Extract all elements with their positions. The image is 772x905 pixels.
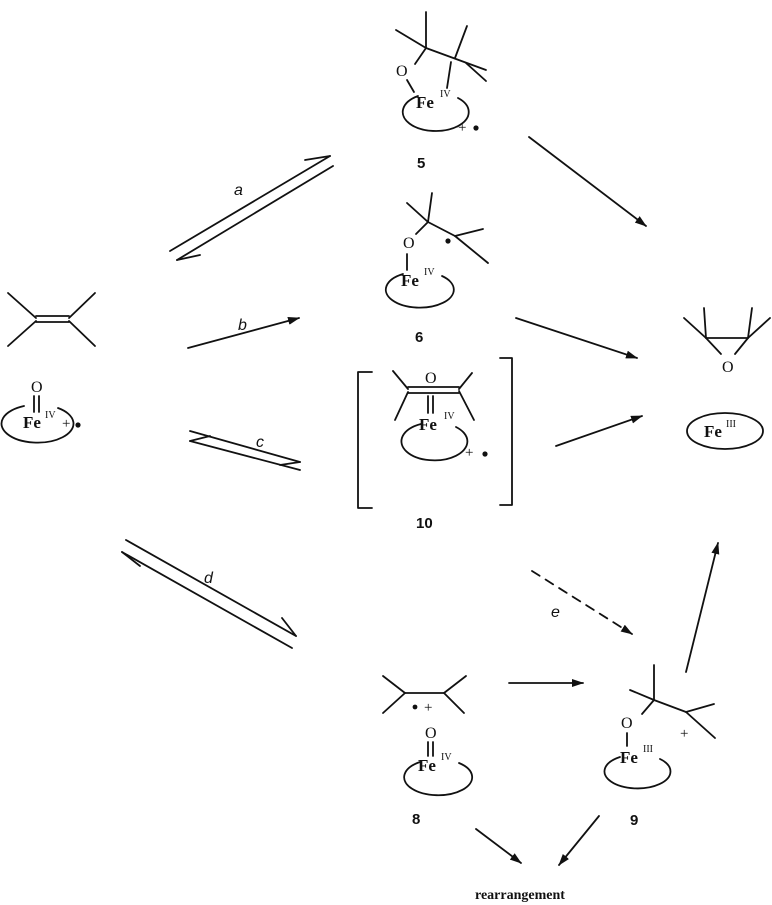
pathway-c-label: c bbox=[256, 434, 264, 451]
cation-plus: + bbox=[424, 700, 432, 716]
pathway-d-label: d bbox=[204, 570, 214, 587]
left-bracket bbox=[357, 371, 373, 509]
compound-8-label: 8 bbox=[412, 811, 420, 828]
compound-10: O Fe IV + 10 bbox=[357, 357, 513, 532]
rearrangement-label: rearrangement bbox=[475, 888, 565, 903]
compound-i-oxo-iron: O Fe IV + bbox=[0, 379, 81, 444]
porphyrin-ring bbox=[403, 761, 473, 797]
compound-5-label: 5 bbox=[417, 155, 425, 172]
iron-label: Fe bbox=[419, 415, 437, 434]
porphyrin-ring bbox=[400, 423, 469, 462]
porphyrin-ring bbox=[686, 412, 764, 450]
pathway-b-label: b bbox=[238, 317, 247, 334]
pathway-e-dashed-arrow: e bbox=[531, 570, 633, 635]
radical-dot bbox=[75, 422, 81, 428]
oxygen-label: O bbox=[425, 370, 437, 387]
oxygen-label: O bbox=[396, 63, 408, 80]
oxidation-state-iv: IV bbox=[444, 411, 455, 422]
radical-dot bbox=[412, 704, 418, 710]
compound-8: + O Fe IV 8 bbox=[382, 675, 473, 828]
radical-dot bbox=[482, 451, 488, 457]
radical-dot bbox=[445, 238, 451, 244]
iron-iii-product: Fe III bbox=[686, 412, 764, 450]
product-arrows bbox=[475, 136, 720, 866]
cation-plus: + bbox=[465, 445, 473, 461]
compound-5: O Fe IV + 5 bbox=[395, 11, 487, 172]
radical-dot bbox=[473, 125, 479, 131]
porphyrin-ring bbox=[385, 273, 455, 309]
oxidation-state-iv: IV bbox=[441, 752, 452, 763]
porphyrin-ring bbox=[0, 405, 75, 444]
iron-label: Fe bbox=[23, 413, 41, 432]
right-bracket bbox=[499, 357, 513, 506]
iron-label: Fe bbox=[704, 422, 722, 441]
oxidation-state-iii: III bbox=[643, 744, 653, 755]
compound-10-label: 10 bbox=[416, 515, 433, 532]
oxidation-state-iii: III bbox=[726, 419, 736, 430]
epoxide-oxygen: O bbox=[722, 359, 734, 376]
oxidation-state-iv: IV bbox=[424, 267, 435, 278]
cation-plus: + bbox=[458, 120, 466, 136]
oxo-o-label: O bbox=[31, 379, 43, 396]
porphyrin-ring bbox=[401, 95, 470, 132]
compound-9: + O Fe III 9 bbox=[603, 664, 716, 829]
arrow-9-to-epoxide bbox=[685, 542, 720, 673]
compound-6: O Fe IV 6 bbox=[385, 192, 489, 346]
iron-label: Fe bbox=[418, 756, 436, 775]
iron-label: Fe bbox=[620, 748, 638, 767]
pathway-a-label: a bbox=[234, 182, 243, 199]
pathway-a-equilibrium: a bbox=[169, 155, 334, 261]
alkene-reactant bbox=[7, 292, 96, 347]
arrow-5-to-epoxide bbox=[528, 136, 647, 227]
oxidation-state-iv: IV bbox=[45, 410, 56, 421]
arrow-6-to-epoxide bbox=[515, 317, 638, 359]
porphyrin-ring bbox=[603, 756, 672, 790]
arrow-8-to-rearrangement bbox=[475, 828, 522, 864]
compound-6-label: 6 bbox=[415, 329, 423, 346]
pathway-b-arrow: b bbox=[187, 317, 300, 349]
cation-plus: + bbox=[62, 416, 70, 432]
pathway-e-label: e bbox=[551, 604, 560, 621]
oxidation-state-iv: IV bbox=[440, 89, 451, 100]
oxygen-label: O bbox=[403, 235, 415, 252]
iron-label: Fe bbox=[401, 271, 419, 290]
cation-plus: + bbox=[680, 726, 688, 742]
arrow-10-to-epoxide bbox=[555, 415, 643, 447]
oxygen-label: O bbox=[425, 725, 437, 742]
pathway-c-equilibrium: c bbox=[189, 430, 301, 471]
oxygen-label: O bbox=[621, 715, 633, 732]
compound-9-label: 9 bbox=[630, 812, 638, 829]
epoxide-product: O bbox=[683, 307, 771, 376]
pathway-d-equilibrium: d bbox=[121, 539, 297, 649]
iron-label: Fe bbox=[416, 93, 434, 112]
arrow-9-to-rearrangement bbox=[558, 815, 600, 866]
